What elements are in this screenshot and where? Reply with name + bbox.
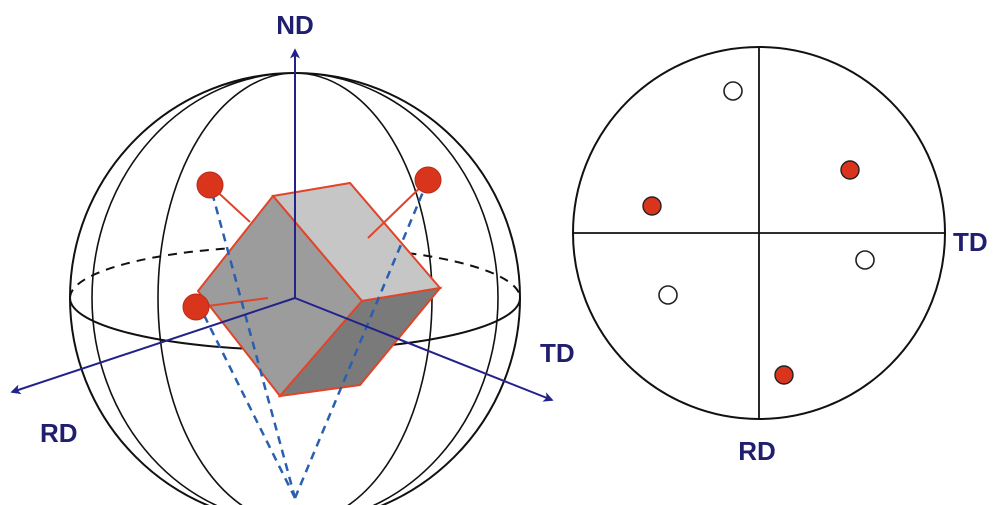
td-axis [294,297,554,402]
projected-pole-filled-3 [774,365,794,385]
td-label-pole-figure: TD [953,227,988,257]
sphere-poles [182,166,442,321]
sphere-pole-1 [196,171,224,199]
projection-lines [198,179,430,499]
projection-line-3 [293,179,430,499]
pole-figure [572,46,946,420]
sample-axes [10,48,554,402]
sphere-pole-2 [414,166,442,194]
sphere-pole-3 [182,293,210,321]
rd-axis [10,297,296,395]
projected-pole-open-2 [855,250,875,270]
normal-line-left [199,297,269,308]
rd-label-pole-figure: RD [738,436,776,466]
projection-line-1 [208,184,297,499]
projected-pole-filled-2 [840,160,860,180]
projected-pole-filled-1 [642,196,662,216]
projected-pole-open-3 [658,285,678,305]
td-label-sphere: TD [540,338,575,368]
normal-line-top-right [367,179,429,239]
nd-label: ND [276,10,314,40]
rd-label-sphere: RD [40,418,78,448]
projected-pole-open-1 [723,81,743,101]
crystal-cube [196,179,443,398]
projection-line-2 [198,306,297,499]
equator-back [69,245,521,299]
